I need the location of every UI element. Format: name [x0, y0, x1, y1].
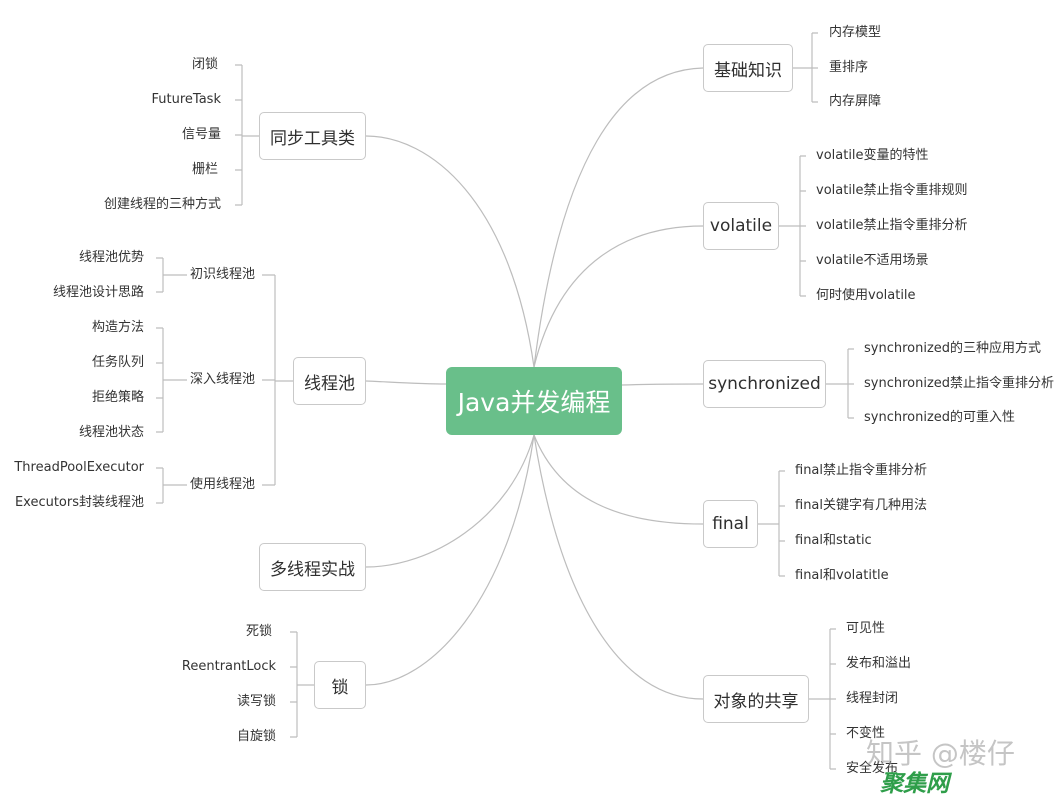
- leaf-spin-lock[interactable]: 自旋锁: [236, 729, 276, 744]
- leaf-when-use-volatile[interactable]: 何时使用volatile: [816, 288, 916, 303]
- link-center-lock: [365, 434, 535, 686]
- link-center-threadpool: [365, 380, 447, 385]
- leaf-immutability[interactable]: 不变性: [846, 726, 886, 741]
- leaf-reentrantlock[interactable]: ReentrantLock: [181, 659, 276, 674]
- leaf-final-reorder[interactable]: final禁止指令重排分析: [795, 463, 928, 478]
- group-deep-thread-pool[interactable]: 深入线程池: [190, 372, 256, 387]
- topic-synchronized[interactable]: synchronized: [703, 360, 826, 408]
- leaf-memory-model[interactable]: 内存模型: [829, 25, 882, 40]
- leaf-volatile-features[interactable]: volatile变量的特性: [816, 148, 929, 163]
- group-use-thread-pool[interactable]: 使用线程池: [190, 477, 256, 492]
- leaf-volatile-reorder-rules[interactable]: volatile禁止指令重排规则: [816, 183, 968, 198]
- leaf-pool-design[interactable]: 线程池设计思路: [52, 285, 144, 300]
- leaf-semaphore[interactable]: 信号量: [181, 127, 221, 142]
- leaf-barrier[interactable]: 栅栏: [191, 162, 218, 177]
- leaf-rw-lock[interactable]: 读写锁: [236, 694, 276, 709]
- link-center-final: [533, 434, 704, 525]
- leaf-constructor[interactable]: 构造方法: [91, 320, 144, 335]
- topic-sync-tools[interactable]: 同步工具类: [259, 112, 366, 160]
- leaf-task-queue[interactable]: 任务队列: [91, 355, 144, 370]
- link-center-basic: [533, 67, 704, 368]
- topic-volatile[interactable]: volatile: [703, 202, 779, 250]
- link-center-synchronized: [621, 383, 704, 386]
- leaf-reordering[interactable]: 重排序: [829, 60, 869, 75]
- leaf-deadlock[interactable]: 死锁: [245, 624, 272, 639]
- topic-object-sharing[interactable]: 对象的共享: [703, 675, 809, 723]
- central-topic[interactable]: Java并发编程: [446, 367, 622, 435]
- watermark-zhihu: 知乎 @楼仔: [866, 737, 1015, 770]
- link-center-share: [533, 434, 704, 700]
- topic-thread-pool[interactable]: 线程池: [293, 357, 366, 405]
- leaf-executors-pools[interactable]: Executors封装线程池: [14, 495, 144, 510]
- leaf-threadpoolexecutor[interactable]: ThreadPoolExecutor: [14, 460, 144, 475]
- topic-lock[interactable]: 锁: [314, 661, 366, 709]
- leaf-futuretask[interactable]: FutureTask: [151, 92, 221, 107]
- leaf-final-volatile[interactable]: final和volatitle: [795, 568, 889, 583]
- leaf-synchronized-reentrant[interactable]: synchronized的可重入性: [864, 410, 1016, 425]
- topic-final[interactable]: final: [703, 500, 758, 548]
- link-center-sync-tools: [365, 135, 535, 368]
- group-intro-thread-pool[interactable]: 初识线程池: [190, 267, 256, 282]
- leaf-final-static[interactable]: final和static: [795, 533, 872, 548]
- leaf-visibility[interactable]: 可见性: [846, 621, 886, 636]
- leaf-pool-advantages[interactable]: 线程池优势: [78, 250, 144, 265]
- leaf-volatile-not-applicable[interactable]: volatile不适用场景: [816, 253, 929, 268]
- link-center-practice: [365, 434, 535, 568]
- leaf-pool-state[interactable]: 线程池状态: [78, 425, 144, 440]
- leaf-volatile-reorder-analysis[interactable]: volatile禁止指令重排分析: [816, 218, 968, 233]
- topic-multithread-practice[interactable]: 多线程实战: [259, 543, 366, 591]
- leaf-reject-policy[interactable]: 拒绝策略: [91, 390, 144, 405]
- watermark-site: 聚集网: [880, 771, 949, 797]
- leaf-create-thread-ways[interactable]: 创建线程的三种方式: [103, 197, 221, 212]
- leaf-synchronized-three-ways[interactable]: synchronized的三种应用方式: [864, 341, 1042, 356]
- leaf-latch[interactable]: 闭锁: [191, 57, 218, 72]
- leaf-memory-barrier[interactable]: 内存屏障: [829, 94, 882, 109]
- topic-basic-knowledge[interactable]: 基础知识: [703, 44, 793, 92]
- leaf-safe-publication[interactable]: 安全发布: [846, 761, 899, 776]
- link-center-volatile: [533, 225, 704, 368]
- leaf-thread-confinement[interactable]: 线程封闭: [846, 691, 899, 706]
- leaf-final-usages[interactable]: final关键字有几种用法: [795, 498, 928, 513]
- leaf-synchronized-reorder[interactable]: synchronized禁止指令重排分析: [864, 376, 1054, 391]
- leaf-publish-escape[interactable]: 发布和溢出: [846, 656, 912, 671]
